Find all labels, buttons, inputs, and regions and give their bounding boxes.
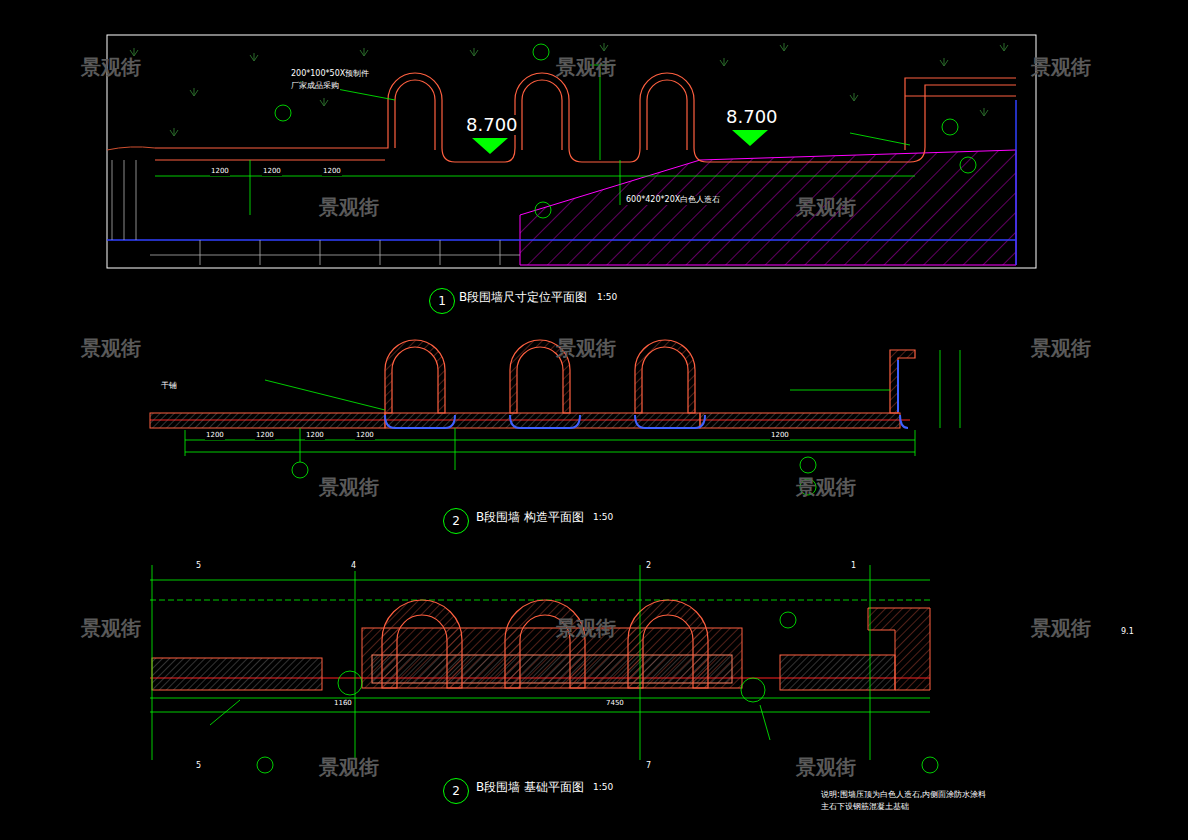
drawing-label: 说明:围墙压顶为白色人造石,内侧面涂防水涂料 xyxy=(820,791,987,800)
watermark: 景观街 xyxy=(318,756,380,778)
drawing-label: 2 xyxy=(645,562,652,571)
drawing-number-circle: 2 xyxy=(443,778,469,804)
drawing-label: 8.700 xyxy=(725,107,779,127)
drawing-label: 1160 xyxy=(333,700,353,708)
drawing-number: 2 xyxy=(452,785,460,797)
drawing-label: 1200 xyxy=(770,432,790,440)
watermark: 景观街 xyxy=(555,56,617,78)
drawing-label: 1:50 xyxy=(592,513,614,523)
watermark: 景观街 xyxy=(80,56,142,78)
drawing-label: 1200 xyxy=(305,432,325,440)
drawing-label: 1200 xyxy=(322,168,342,176)
watermark: 景观街 xyxy=(795,756,857,778)
drawing-label: 5 xyxy=(195,762,202,771)
drawing-number: 1 xyxy=(438,295,446,307)
drawing-label: 200*100*50X预制件 xyxy=(290,70,370,79)
drawing-label: 600*420*20X白色人造石 xyxy=(625,196,721,205)
drawing-label: 1200 xyxy=(205,432,225,440)
drawing-number: 2 xyxy=(452,515,460,527)
drawing-label: 1 xyxy=(850,562,857,571)
drawing-label: 5 xyxy=(195,562,202,571)
drawing-label: 厂家成品采购 xyxy=(290,82,340,91)
watermark: 景观街 xyxy=(555,337,617,359)
drawing-label: 1200 xyxy=(355,432,375,440)
drawing-label: 1200 xyxy=(262,168,282,176)
watermark: 景观街 xyxy=(795,196,857,218)
plan-1 xyxy=(107,35,1036,268)
watermark: 景观街 xyxy=(318,476,380,498)
watermark: 景观街 xyxy=(1030,337,1092,359)
watermark: 景观街 xyxy=(80,337,142,359)
drawing-number-circle: 1 xyxy=(429,288,455,314)
drawing-label: 主石下设钢筋混凝土基础 xyxy=(820,803,910,812)
drawing-label: 干铺 xyxy=(160,382,178,391)
drawing-label: 7450 xyxy=(605,700,625,708)
drawing-label: 9.1 xyxy=(1120,628,1135,637)
watermark: 景观街 xyxy=(80,617,142,639)
drawing-label: B段围墙 构造平面图 xyxy=(475,511,585,524)
drawing-label: B段围墙尺寸定位平面图 xyxy=(458,291,588,304)
watermark: 景观街 xyxy=(318,196,380,218)
drawing-label: 8.700 xyxy=(465,115,519,135)
plan-2 xyxy=(150,340,960,495)
plan-3 xyxy=(150,565,938,773)
watermark: 景观街 xyxy=(555,617,617,639)
drawing-number-circle: 2 xyxy=(443,508,469,534)
drawing-label: 1:50 xyxy=(596,293,618,303)
watermark: 景观街 xyxy=(795,476,857,498)
drawing-label: 4 xyxy=(350,562,357,571)
drawing-label: 1200 xyxy=(255,432,275,440)
drawing-label: 1:50 xyxy=(592,783,614,793)
watermark: 景观街 xyxy=(1030,617,1092,639)
drawing-label: B段围墙 基础平面图 xyxy=(475,781,585,794)
drawing-label: 1200 xyxy=(210,168,230,176)
watermark: 景观街 xyxy=(1030,56,1092,78)
drawing-label: 7 xyxy=(645,762,652,771)
